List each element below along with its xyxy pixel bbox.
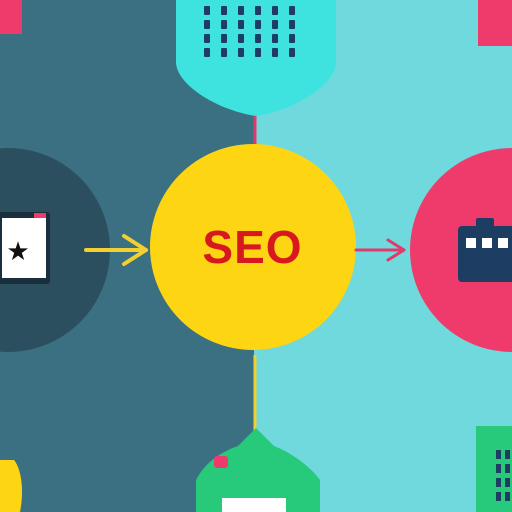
grid-dot xyxy=(204,6,210,15)
seo-label: SEO xyxy=(202,221,303,273)
pink-corner-accent-left xyxy=(0,0,22,34)
green-document-icon xyxy=(222,498,286,512)
seo-node xyxy=(150,144,356,350)
bottom-green-node xyxy=(196,428,320,512)
grid-dot xyxy=(221,34,227,43)
block-dot xyxy=(496,464,501,473)
block-dot xyxy=(505,450,510,459)
grid-dot xyxy=(238,34,244,43)
grid-dot xyxy=(221,6,227,15)
grid-dot xyxy=(221,20,227,29)
grid-dot xyxy=(272,20,278,29)
grid-dot xyxy=(289,48,295,57)
grid-dot xyxy=(204,34,210,43)
grid-dot xyxy=(255,6,261,15)
grid-dot xyxy=(238,48,244,57)
briefcase-icon xyxy=(458,218,512,282)
browser-window-star-icon: ★ xyxy=(0,212,50,284)
top-cyan-node xyxy=(176,0,336,116)
block-dot xyxy=(496,478,501,487)
grid-dot xyxy=(272,48,278,57)
grid-dot xyxy=(272,6,278,15)
bottom-right-dots xyxy=(496,450,510,501)
grid-dot xyxy=(289,6,295,15)
pink-arrow xyxy=(354,238,406,262)
grid-dot xyxy=(255,20,261,29)
grid-dot xyxy=(221,48,227,57)
grid-dot xyxy=(204,20,210,29)
grid-dot xyxy=(272,34,278,43)
grid-dot xyxy=(238,6,244,15)
svg-text:★: ★ xyxy=(6,237,29,267)
block-dot xyxy=(505,478,510,487)
bottom-left-yellow-shape xyxy=(0,460,22,512)
yellow-arrow xyxy=(84,234,148,266)
grid-dot xyxy=(289,20,295,29)
block-dot xyxy=(496,450,501,459)
grid-dot xyxy=(255,34,261,43)
left-dark-node xyxy=(0,148,110,352)
grid-dot xyxy=(255,48,261,57)
grid-dot xyxy=(238,20,244,29)
grid-dot xyxy=(204,48,210,57)
pink-corner-accent xyxy=(478,0,512,46)
grid-dots-icon xyxy=(204,6,295,57)
block-dot xyxy=(505,492,510,501)
bottom-pink-dot xyxy=(214,456,228,468)
block-dot xyxy=(505,464,510,473)
block-dot xyxy=(496,492,501,501)
grid-dot xyxy=(289,34,295,43)
